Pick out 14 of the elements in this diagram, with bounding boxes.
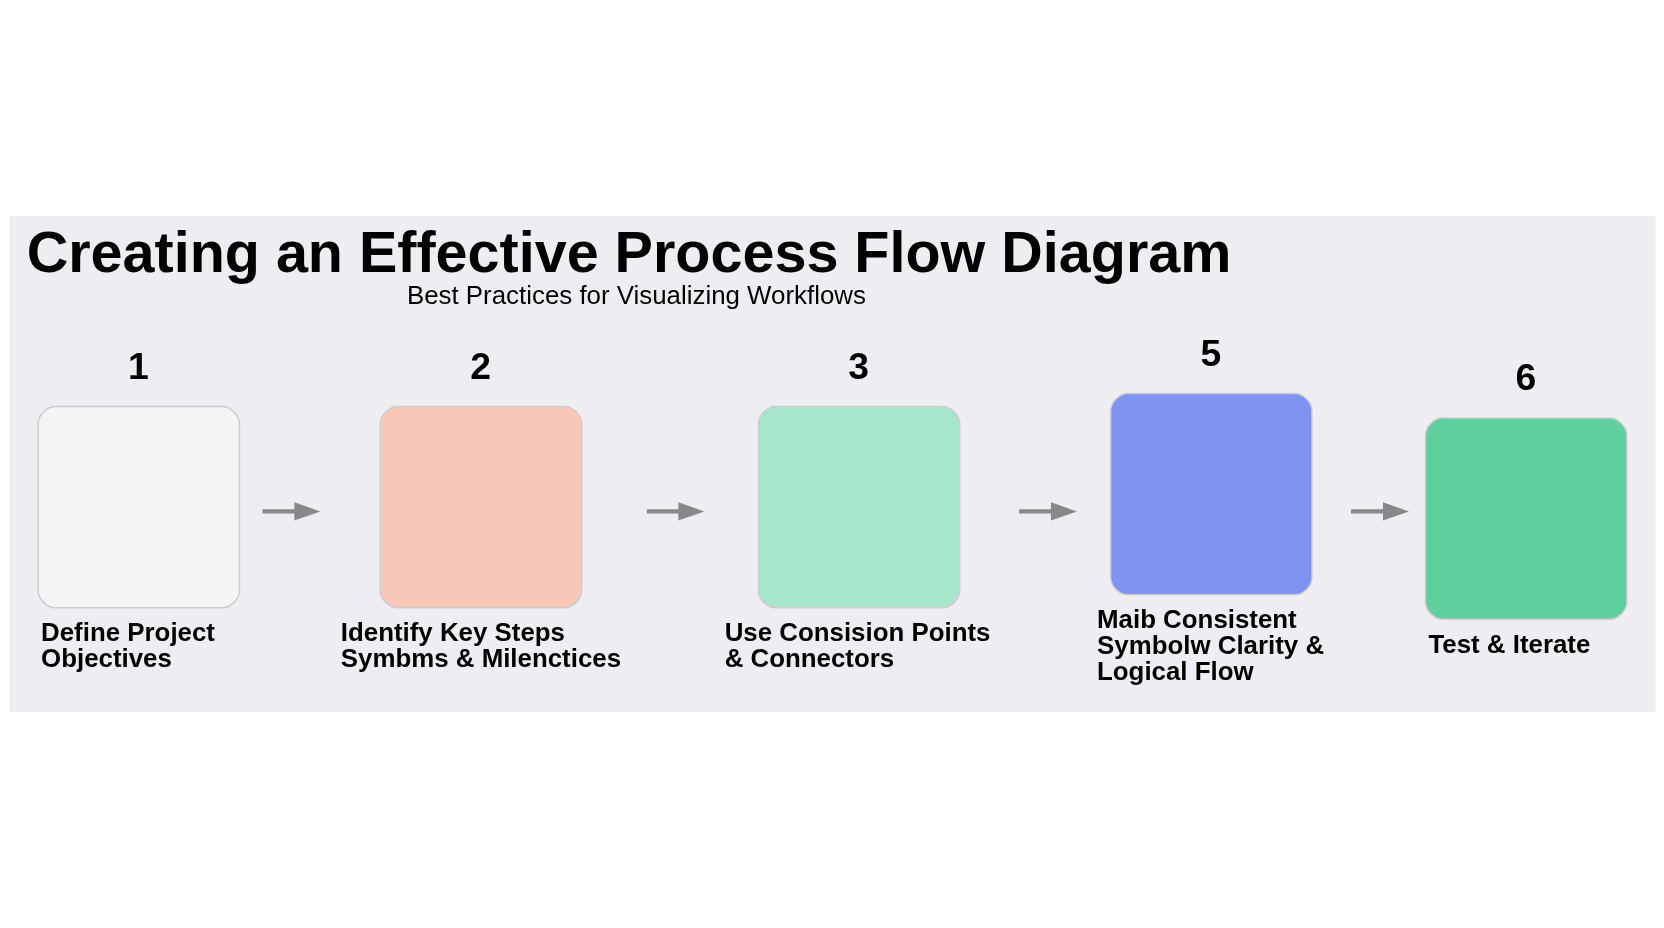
node-label: Use Consision Points & Connectors bbox=[724, 618, 990, 673]
node-label: Test & Iterate bbox=[1427, 629, 1590, 658]
node-label: 5 bbox=[1200, 331, 1221, 374]
arrow bbox=[646, 502, 704, 521]
node-label: Identify Key Steps Symbms & Milenctices bbox=[340, 618, 621, 673]
arrow bbox=[1018, 502, 1077, 521]
node-label: 1 bbox=[127, 344, 149, 387]
node-label: Define Project Objectives bbox=[40, 618, 215, 673]
node-label: Maib Consistent Symbolw Clarity & Logical Flow bbox=[1096, 605, 1324, 686]
arrow bbox=[1350, 502, 1409, 521]
arrow bbox=[262, 502, 320, 521]
node-label: 6 bbox=[1514, 356, 1536, 399]
node-label: 2 bbox=[469, 344, 491, 387]
node-label: 3 bbox=[847, 344, 869, 387]
